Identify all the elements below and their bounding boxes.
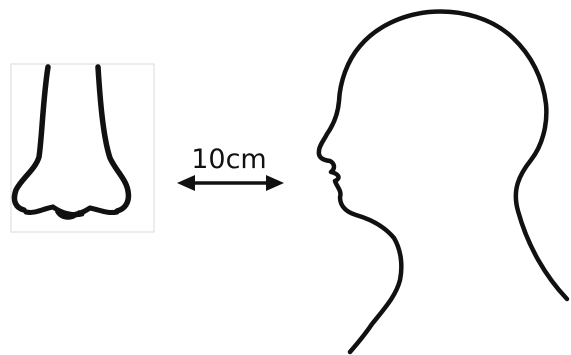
- double-arrow-icon: [177, 175, 284, 191]
- nose-icon: [11, 64, 154, 232]
- head-profile-icon: [319, 11, 567, 352]
- distance-label: 10cm: [191, 144, 267, 175]
